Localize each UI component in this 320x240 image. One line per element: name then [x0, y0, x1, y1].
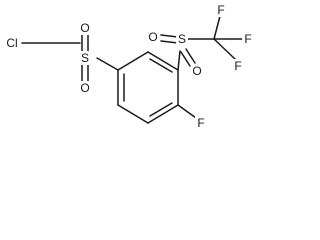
atom-o1b-label: O [80, 81, 89, 95]
atom-o1b: O [79, 81, 91, 95]
benzene-ring [117, 51, 179, 124]
atom-o1a-label: O [80, 21, 89, 35]
triflyl-group [160, 15, 243, 71]
atom-o2a-label: O [148, 30, 157, 44]
atom-s1-label: S [81, 51, 89, 65]
bond-s2-o2a-outer [160, 34, 179, 38]
atom-f-ring: F [195, 116, 207, 130]
atom-o2b: O [191, 64, 203, 78]
bond-c3-s2 [177, 50, 181, 71]
atom-f-cf3-bottom: F [232, 59, 244, 73]
atom-s1: S [79, 51, 91, 65]
bond-s2-o2a-inner [160, 40, 179, 44]
atom-cl-label: Cl [6, 36, 17, 50]
bond-c-f-top [213, 15, 221, 40]
atom-s2-label: S [178, 32, 186, 46]
bond-s2-o2b-outer [180, 51, 191, 67]
atom-cl: Cl [4, 34, 20, 52]
atom-f-cf3-bottom-label: F [234, 59, 241, 73]
bond-s2-o2b-inner [185, 48, 196, 64]
ring-double-bond-c4-c5 [149, 102, 173, 117]
bond-c1-s1 [96, 57, 119, 71]
atom-f-cf3-top-label: F [217, 3, 224, 17]
atom-f-ring-label: F [197, 116, 204, 130]
atom-o2b-label: O [192, 64, 201, 78]
bond-c4-f [177, 104, 197, 119]
atom-o1a: O [79, 21, 91, 35]
bond-c-f-bottom [213, 38, 237, 61]
ring-bond-c1-c2 [117, 51, 149, 71]
atom-f-cf3-top: F [215, 3, 227, 17]
atom-f-cf3-right-label: F [244, 32, 251, 46]
ring-bond-c5-c6 [117, 104, 149, 124]
chemical-structure: Cl S O O S O O F [4, 3, 254, 130]
ring-bond-c2-c3 [147, 51, 179, 71]
ring-double-bond-c2-c3 [149, 58, 173, 73]
atom-s2: S [176, 32, 188, 46]
atom-labels: Cl S O O S O O F [4, 3, 254, 130]
atom-f-cf3-right: F [242, 32, 254, 46]
atom-o2a: O [147, 30, 159, 44]
ring-bond-c4-c5 [147, 104, 179, 124]
sulfonyl-chloride-group [21, 34, 119, 82]
